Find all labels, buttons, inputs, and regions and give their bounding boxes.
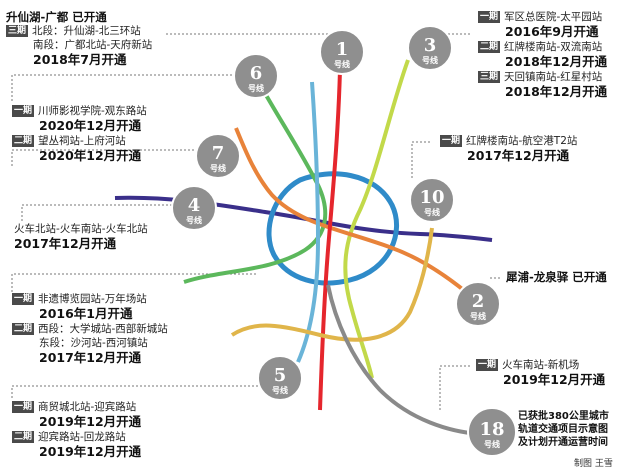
phase-tag: 一期 [12,105,35,117]
note-line-10: 一期红牌楼南站-航空港T2站 2017年12月开通 [440,134,577,164]
note-line-5: 一期非遗博览园站-万年场站 2016年1月开通 二期西段：大学城站-西部新城站 … [12,292,168,366]
svg-text:5: 5 [274,365,287,386]
caption-line: 已获批380公里城市 [518,411,609,422]
line-1-title: 升仙湖-广都 已开通 [6,10,107,24]
segment-label: 军区总医院-太平园站 [504,11,603,23]
svg-text:号线: 号线 [186,215,202,225]
segment-label: 南段：广都北站-天府新站 [33,39,153,51]
badge-line-3[interactable]: 3号线 [407,25,453,71]
caption-line: 轨道交通项目示意图 [518,424,608,435]
open-date: 2017年12月开通 [39,350,142,365]
badge-line-7[interactable]: 7号线 [195,133,241,179]
note-line-6: 一期川师影视学院-观东路站 2020年12月开通 二期望丛祠站-上府河站 202… [12,104,147,164]
open-date: 2019年12月开通 [503,372,606,387]
segment-label: 红牌楼南站-双流南站 [504,41,603,53]
segment-label: 东段：沙河站-西河镇站 [39,337,148,349]
phase-tag: 一期 [12,293,35,305]
segment-label: 非遗博览园站-万年场站 [38,293,147,305]
svg-text:1: 1 [336,39,349,60]
line-1-path [318,69,342,411]
svg-text:号线: 号线 [470,311,486,321]
svg-text:2: 2 [472,291,485,312]
phase-tag: 一期 [476,359,499,371]
segment-label: 火车南站-新机场 [502,359,580,371]
segment-label: 川师影视学院-观东路站 [38,105,147,117]
phase-tag: 一期 [12,401,35,413]
note-line-2: 犀浦-龙泉驿 已开通 [506,270,607,284]
open-date: 2019年12月开通 [39,414,142,429]
svg-text:号线: 号线 [272,385,288,395]
phase-tag: 三期 [478,71,501,83]
segment-label: 西段：大学城站-西部新城站 [38,323,168,335]
line-7-ring [266,171,399,286]
open-date: 2018年7月开通 [33,52,127,67]
open-date: 2020年12月开通 [39,148,142,163]
phase-tag: 二期 [12,431,35,443]
badge-line-4[interactable]: 4号线 [171,185,217,231]
svg-text:号线: 号线 [424,207,440,217]
svg-text:10: 10 [419,187,444,208]
phase-tag: 二期 [478,41,501,53]
badge-line-5[interactable]: 5号线 [257,355,303,401]
line-18-path [326,284,481,436]
svg-text:号线: 号线 [334,59,350,69]
badge-line-6[interactable]: 6号线 [233,53,279,99]
note-line-1: 升仙湖-广都 已开通 三期北段：升仙湖-北三环站 南段：广都北站-天府新站 20… [6,10,152,68]
phase-tag: 三期 [6,25,29,37]
segment-label: 迎宾路站-回龙路站 [38,431,126,443]
phase-tag: 二期 [12,135,35,147]
badge-line-2[interactable]: 2号线 [455,281,501,327]
segment-label: 商贸城北站-迎宾路站 [38,401,137,413]
open-date: 2019年12月开通 [39,444,142,459]
svg-text:18: 18 [479,419,504,440]
svg-text:号线: 号线 [422,55,438,65]
svg-text:号线: 号线 [210,163,226,173]
open-date: 2016年9月开通 [505,24,599,39]
line-6-path [183,87,328,284]
open-date: 2017年12月开通 [467,148,570,163]
svg-text:4: 4 [188,195,201,216]
open-date: 2018年12月开通 [505,84,608,99]
note-line-5-extension: 一期商贸城北站-迎宾路站 2019年12月开通 二期迎宾路站-回龙路站 2019… [12,400,141,460]
phase-tag: 一期 [440,135,463,147]
segment-label: 望丛祠站-上府河站 [38,135,126,147]
segment-label: 天回镇南站-红星村站 [504,71,603,83]
caption-line: 及计划开通运营时间 [518,437,608,448]
segment-label: 火车北站-火车南站-火车北站 [14,223,148,235]
note-line-3: 一期军区总医院-太平园站 2016年9月开通 二期红牌楼南站-双流南站 2018… [478,10,607,100]
phase-tag: 一期 [478,11,501,23]
note-line-18: 一期火车南站-新机场 2019年12月开通 [476,358,605,388]
svg-text:号线: 号线 [248,83,264,93]
open-date: 2016年1月开通 [39,306,133,321]
line-5-path [296,81,321,363]
map-caption: 已获批380公里城市 轨道交通项目示意图 及计划开通运营时间 [518,410,609,449]
svg-text:3: 3 [424,35,437,56]
svg-text:号线: 号线 [484,439,500,449]
phase-tag: 二期 [12,323,35,335]
line-2-title: 犀浦-龙泉驿 已开通 [506,270,607,284]
open-date: 2020年12月开通 [39,118,142,133]
svg-text:7: 7 [212,143,225,164]
credit-label: 制图 王雪 [574,459,613,469]
segment-label: 红牌楼南站-航空港T2站 [466,135,578,147]
line-10-path [230,227,434,342]
open-date: 2018年12月开通 [505,54,608,69]
leader-lines [11,33,500,410]
note-line-4: 火车北站-火车南站-火车北站 2017年12月开通 [14,222,148,252]
open-date: 2017年12月开通 [14,236,117,251]
badge-line-1[interactable]: 1号线 [319,29,365,75]
svg-text:6: 6 [250,63,263,84]
segment-label: 北段：升仙湖-北三环站 [32,25,141,37]
